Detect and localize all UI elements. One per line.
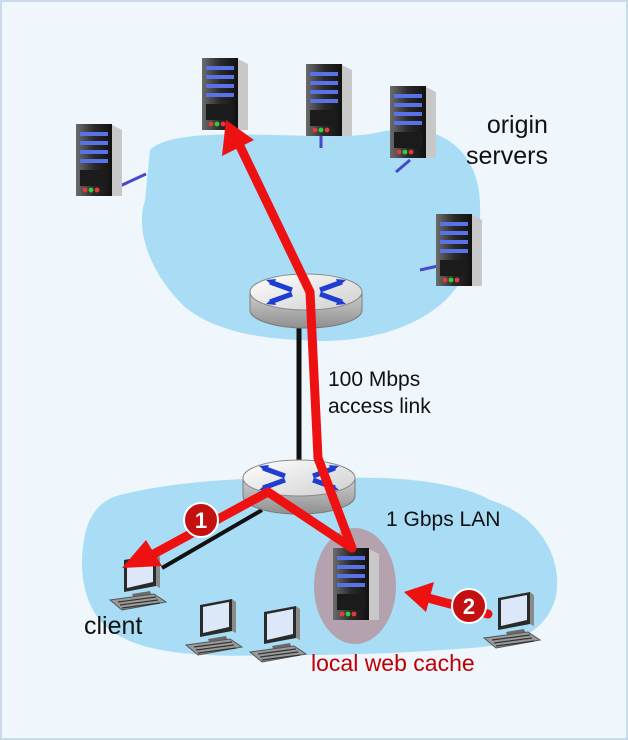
access-link-label-line2: access link [328,395,431,418]
origin-servers-label-line1: origin [486,111,548,139]
access-link-label-line1: 100 Mbps [328,368,421,391]
origin-server-icon [76,124,122,196]
local-web-cache-label: local web cache [311,650,475,676]
origin-server-icon [390,86,436,158]
access-link-label: 100 Mbps access link [328,366,431,420]
origin-servers-label-line2: servers [466,142,548,170]
client-label: client [84,612,143,640]
badge-1: 1 [183,502,219,538]
lan-label: 1 Gbps LAN [386,508,501,531]
origin-server-icon [202,58,248,130]
badge-1-text: 1 [195,508,207,533]
origin-server-icon [306,64,352,136]
arrowhead-icon [222,120,254,156]
origin-server-icon [436,214,482,286]
badge-2: 2 [451,588,487,624]
origin-links [119,136,439,272]
internet-cloud [141,129,481,341]
arrowhead-icon [404,582,434,612]
origin-servers-label: origin servers [466,110,548,172]
arrowhead-icon [122,540,162,568]
request-path-1 [145,137,357,561]
router-client-line [160,508,264,570]
cache-server-icon [333,548,379,620]
badge-2-text: 2 [463,594,475,619]
